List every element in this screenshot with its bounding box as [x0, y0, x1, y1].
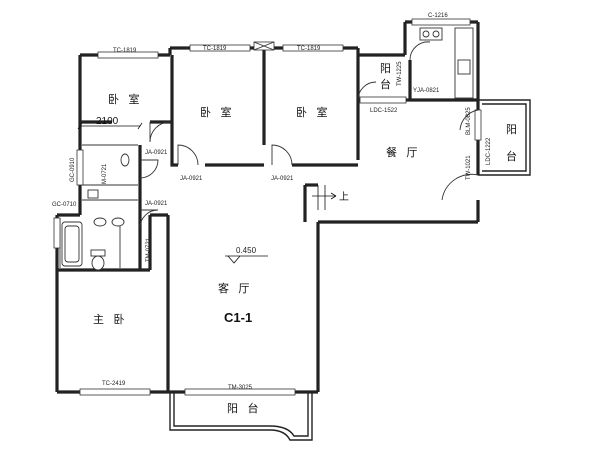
room-label-balcony-north-1: 阳	[380, 62, 394, 75]
room-label-balcony-south: 阳 台	[227, 401, 262, 415]
code-gc-0910: GC-0910	[70, 157, 76, 182]
code-tc-1: TC-1819	[113, 48, 137, 54]
window-tc-2419	[79, 388, 151, 396]
code-yja: YJA-0821	[413, 88, 440, 94]
code-ja-2: JA-0921	[180, 176, 203, 182]
window-ldc-1222	[474, 109, 482, 141]
code-ldc-1222: LDC-1222	[486, 137, 492, 165]
sink-small	[87, 189, 99, 199]
room-label-living: 客 厅	[218, 281, 253, 295]
code-c-top: C-1216	[428, 13, 448, 19]
elevation-value: 0.450	[236, 246, 257, 255]
elevation-marker	[225, 255, 268, 264]
room-label-balcony-east-2: 台	[506, 149, 520, 163]
code-tc-3: TC-1819	[297, 46, 321, 52]
room-label-bedroom-ne: 卧 室	[296, 105, 331, 119]
code-ldc-1522: LDC-1522	[370, 108, 398, 114]
room-label-master: 主 卧	[93, 313, 128, 326]
window-gc-0710	[53, 217, 61, 249]
code-tm-3025: TM-3025	[228, 385, 253, 391]
washbasin-2	[111, 217, 125, 227]
window-tm-3025	[184, 388, 296, 396]
code-tw-1225: TW-1225	[397, 61, 403, 86]
room-label-balcony-north-2: 台	[380, 77, 394, 91]
doors	[139, 41, 479, 229]
code-tc-2419: TC-2419	[102, 381, 126, 387]
window-tc-3	[282, 44, 344, 52]
room-label-balcony-east-1: 阳	[506, 123, 520, 136]
code-gc-0710: GC-0710	[52, 202, 77, 208]
washbasin-1	[93, 217, 107, 227]
code-ja-1: JA-0921	[145, 150, 168, 156]
code-tm-0721: TM-0721	[146, 237, 152, 262]
stair-mark	[312, 185, 337, 210]
code-ja-4: JA-0921	[145, 201, 168, 207]
window-gc-0910	[76, 149, 84, 186]
toilet	[91, 255, 105, 271]
dimension-line	[77, 122, 143, 130]
room-label-dining: 餐 厅	[386, 145, 421, 159]
dimension-value: 2100	[96, 116, 119, 127]
window-c-top	[411, 18, 471, 26]
code-tw-1021: TW-1021	[466, 155, 472, 180]
kitchen-sink	[457, 59, 471, 75]
code-blm: BLM-0825	[466, 107, 472, 135]
window-tc-2	[189, 44, 251, 52]
code-m-0721: M-0721	[102, 163, 108, 184]
fixtures	[61, 27, 474, 271]
room-label-bedroom-mid: 卧 室	[200, 105, 235, 119]
stair-label: 上	[339, 191, 349, 203]
code-tc-2: TC-1819	[203, 46, 227, 52]
plan-id: C1-1	[224, 310, 252, 325]
windows	[53, 18, 482, 396]
window-tc-1	[97, 51, 159, 59]
code-ja-3: JA-0921	[271, 176, 294, 182]
toilet-2	[120, 153, 130, 167]
room-label-bedroom-nw: 卧 室	[108, 92, 143, 106]
window-ldc-1522	[359, 96, 407, 104]
